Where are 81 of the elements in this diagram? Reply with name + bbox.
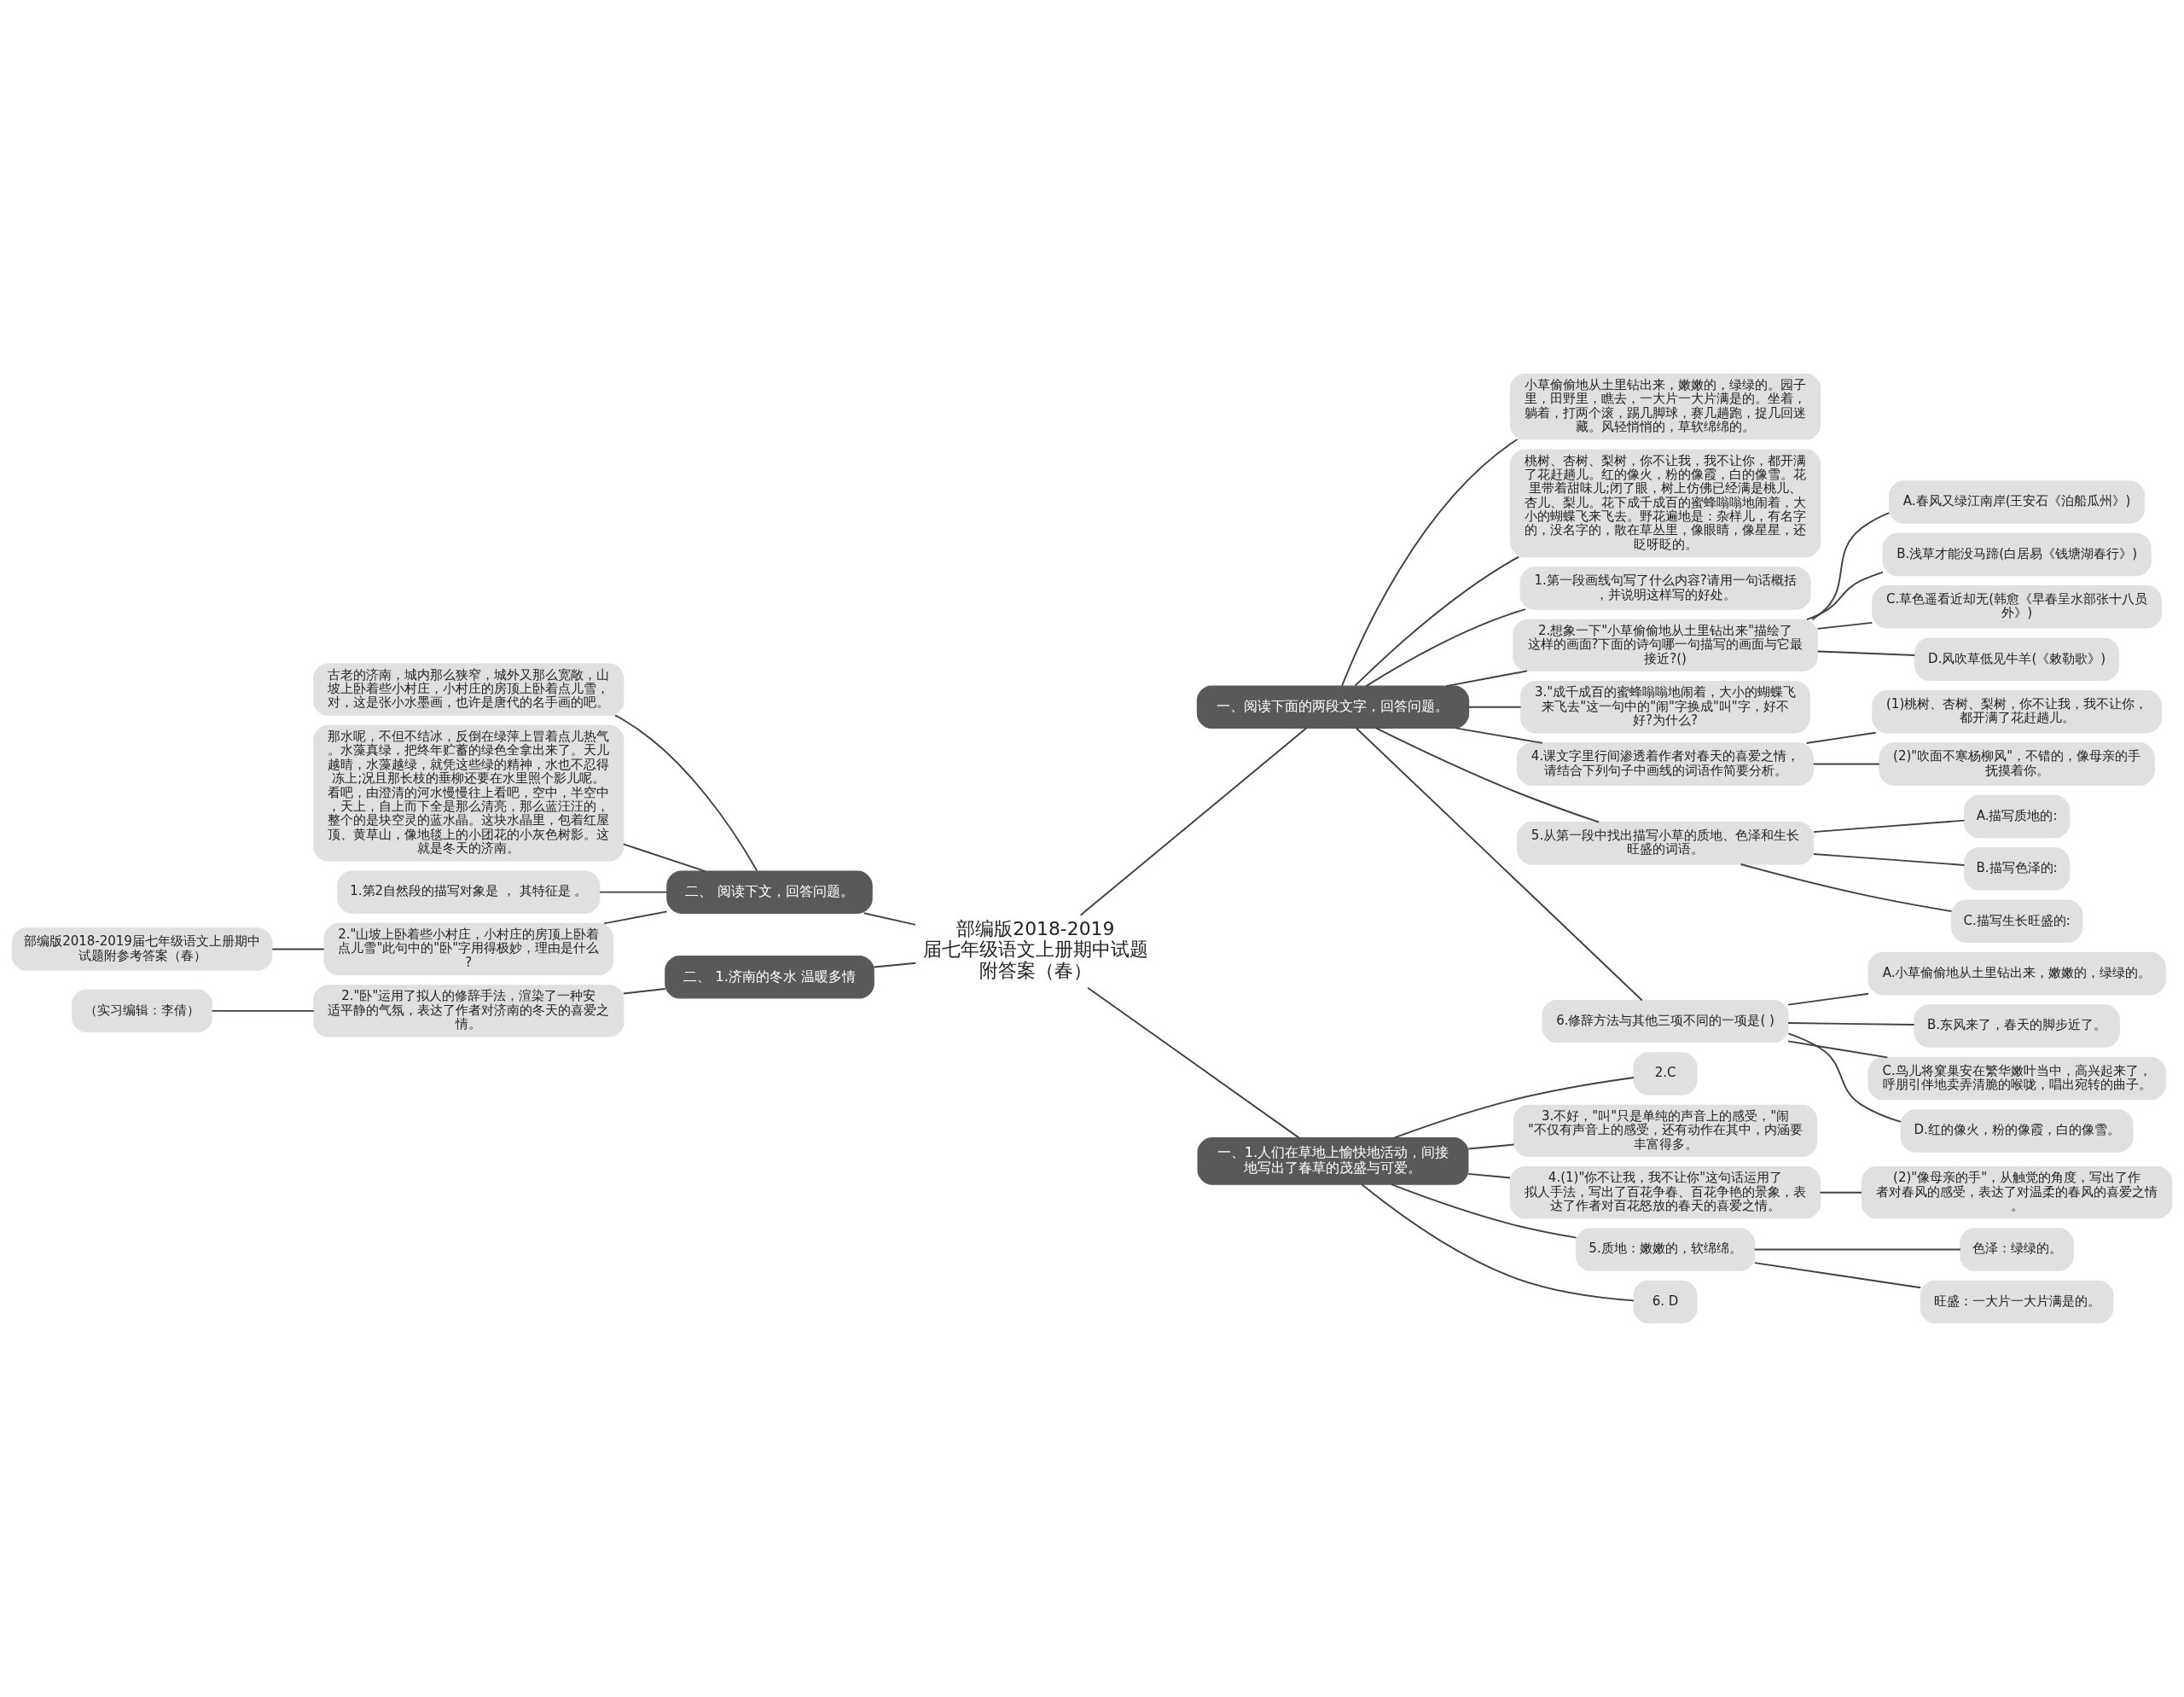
node-box: 2.C — [1633, 1052, 1698, 1095]
node-box: 5.从第一段中找出描写小草的质地、色泽和生长旺盛的词语。 — [1517, 822, 1814, 865]
connector — [1393, 1077, 1635, 1139]
node-box: B.浅草才能没马蹄(白居易《钱塘湖春行》) — [1882, 532, 2152, 577]
connector — [1455, 727, 1543, 744]
connector — [873, 962, 917, 968]
connector — [1812, 819, 1966, 834]
node-box: A.小草偷偷地从土里钻出来，嫩嫩的，绿绿的。 — [1867, 951, 2166, 996]
connector — [1753, 1262, 1922, 1289]
node-box: 一、阅读下面的两段文字，回答问题。 — [1196, 685, 1470, 729]
connector — [1787, 1040, 1889, 1059]
node-box: 桃树、杏树、梨树，你不让我，我不让你，都开满了花赶趟儿。红的像火，粉的像霞，白的像雪。花里带着甜味儿;闭了眼，树上仿佛已经满是桃儿、杏儿、梨儿。花下成千成百的蜜蜂嗡嗡地闹着，大小的蝴蝶飞来飞去。野花遍地是：杂样儿，有名字的，没名字的，散在草丛里，像眼睛，像星星，还眨呀眨的。 — [1509, 449, 1821, 558]
connector — [1816, 621, 1873, 630]
node-box: 1.第一段画线句写了什么内容?请用一句话概括，并说明这样写的好处。 — [1519, 567, 1811, 610]
connector — [1812, 763, 1880, 765]
connector — [599, 891, 668, 893]
connector — [1812, 853, 1966, 866]
connector — [1805, 731, 1877, 744]
node-box: 4.(1)"你不让我，我不让你"这句话运用了拟人手法，写出了百花争春、百花争艳的景象，表达了作者对百花怒放的春天的喜爱之情。 — [1509, 1166, 1821, 1219]
node-box: 6. D — [1633, 1280, 1698, 1324]
connector — [1787, 1032, 1902, 1123]
connector — [211, 1009, 315, 1012]
connector — [1816, 650, 1916, 656]
node-box: 2.想象一下"小草偷偷地从土里钻出来"描绘了这样的画面?下面的诗句哪一句描写的画面与它最接近?() — [1513, 619, 1818, 672]
node-box: (1)桃树、杏树、梨树，你不让我，我不让你，都开满了花赶趟儿。 — [1872, 689, 2162, 734]
node-box: B.描写色泽的: — [1964, 847, 2071, 891]
node-box: 2."卧"运用了拟人的修辞手法，渲染了一种安适平静的气氛，表达了作者对济南的冬天的喜爱之情。 — [313, 985, 624, 1037]
node-box: 一、1.人们在草地上愉快地活动，间接地写出了春草的茂盛与可爱。 — [1197, 1136, 1469, 1185]
connector — [1467, 706, 1522, 708]
connector — [271, 948, 325, 950]
node-box: 古老的济南，城内那么狭窄，城外又那么宽敞，山坡上卧着些小村庄，小村庄的房顶上卧着点儿雪，对，这是张小水墨画，也许是唐代的名手画的吧。 — [313, 663, 624, 716]
connector — [1365, 608, 1526, 688]
connector — [1374, 727, 1600, 823]
node-box: 旺盛：一大片一大片满是的。 — [1920, 1280, 2114, 1324]
node-box: 6.修辞方法与其他三项不同的一项是( ) — [1542, 999, 1789, 1043]
connector — [1806, 571, 1884, 621]
node-box: 二、 阅读下文，回答问题。 — [666, 870, 873, 914]
connector — [622, 988, 666, 995]
connector — [1087, 986, 1300, 1139]
connector — [1355, 727, 1643, 1002]
connector — [1445, 670, 1528, 688]
node-box: 部编版2018-2019届七年级语文上册期中试题附参考答案（春） — [11, 927, 273, 971]
node-box: 二、 1.济南的冬水 温暖多情 — [665, 956, 874, 999]
connector — [622, 843, 706, 873]
node-box: C.鸟儿将窠巢安在繁华嫩叶当中，高兴起来了，呼朋引伴地卖弄清脆的喉咙，唱出宛转的曲子。 — [1867, 1056, 2166, 1101]
node-box: 4.课文字里行间渗透着作者对春天的喜爱之情，请结合下列句子中画线的词语作简要分析。 — [1517, 742, 1814, 786]
node-box: A.春风又绿江南岸(王安石《泊船瓜州》) — [1889, 480, 2146, 524]
node-box: B.东风来了，春天的脚步近了。 — [1914, 1004, 2120, 1048]
connector — [1390, 1183, 1577, 1239]
node-box: 3."成千成百的蜜蜂嗡嗡地闹着，大小的蝴蝶飞来飞去"这一句中的"闹"字换成"叫"字，好不好?为什么? — [1520, 681, 1810, 734]
connector — [1079, 727, 1308, 916]
node-box: (2)"像母亲的手"，从触觉的角度，写出了作者对春风的感受，表达了对温柔的春风的喜爱之情。 — [1861, 1166, 2173, 1219]
node-box: (2)"吹面不寒杨柳风"，不错的，像母亲的手抚摸着你。 — [1879, 742, 2155, 786]
connector — [1740, 863, 1953, 913]
node-box: A.描写质地的: — [1964, 794, 2071, 839]
node-box: 3.不好，"叫"只是单纯的声音上的感受，"闹"不仅有声音上的感受，还有动作在其中，内涵要丰富得多。 — [1513, 1104, 1818, 1158]
node-box: C.描写生长旺盛的: — [1951, 899, 2083, 943]
node-box: 2."山坡上卧着些小村庄，小村庄的房顶上卧着点儿雪"此句中的"卧"字用得极妙，理由是什么? — [323, 922, 614, 976]
node-text: 部编版2018-2019届七年级语文上册期中试题附答案（春） — [922, 917, 1148, 982]
connector — [1467, 1172, 1511, 1179]
node-box: D.风吹草低见牛羊(《敕勒歌》) — [1914, 637, 2120, 681]
connector — [1787, 1022, 1915, 1026]
node-box: D.红的像火，粉的像霞，白的像雪。 — [1900, 1109, 2134, 1153]
node-box: 小草偷偷地从土里钻出来，嫩嫩的，绿绿的。园子里，田野里，瞧去，一大片一大片满是的。坐着，躺着，打两个滚，踢几脚球，赛几趟跑，捉几回迷藏。风轻悄悄的，草软绵绵的。 — [1509, 373, 1821, 440]
connector — [1787, 992, 1869, 1006]
connector — [1467, 1143, 1515, 1150]
connector — [614, 714, 758, 872]
connector — [1753, 1248, 1961, 1251]
connector — [1811, 512, 1891, 621]
connector — [1361, 1183, 1635, 1302]
connector — [1354, 555, 1520, 687]
connector — [603, 910, 668, 925]
connector — [1819, 1191, 1862, 1194]
node-box: （实习编辑：李倩） — [72, 989, 213, 1033]
node-box: 那水呢，不但不结冰，反倒在绿萍上冒着点儿热气。水藻真绿，把终年贮蓄的绿色全拿出来了。天儿越晴，水藻越绿，就凭这些绿的精神，水也不忍得冻上;况且那长枝的垂柳还要在水里照个影儿呢。看吧，由澄清的河水慢慢往上看吧，空中，半空中，天上，自上而下全是那么清亮，那么蓝汪汪的，整个的是块空灵的蓝水晶。这块水晶里，包着红屋顶、黄草山，像地毯上的小团花的小灰色树影。这就是冬天的济南。 — [313, 724, 624, 862]
node-box: C.草色遥看近却无(韩愈《早春呈水部张十八员外》) — [1872, 585, 2162, 629]
node-box: 1.第2自然段的描写对象是 ， 其特征是 。 — [337, 870, 601, 914]
connector — [1341, 439, 1519, 687]
connector — [863, 912, 916, 926]
node-box: 5.质地：嫩嫩的，软绵绵。 — [1575, 1228, 1756, 1271]
node-box: 色泽：绿绿的。 — [1960, 1228, 2074, 1271]
